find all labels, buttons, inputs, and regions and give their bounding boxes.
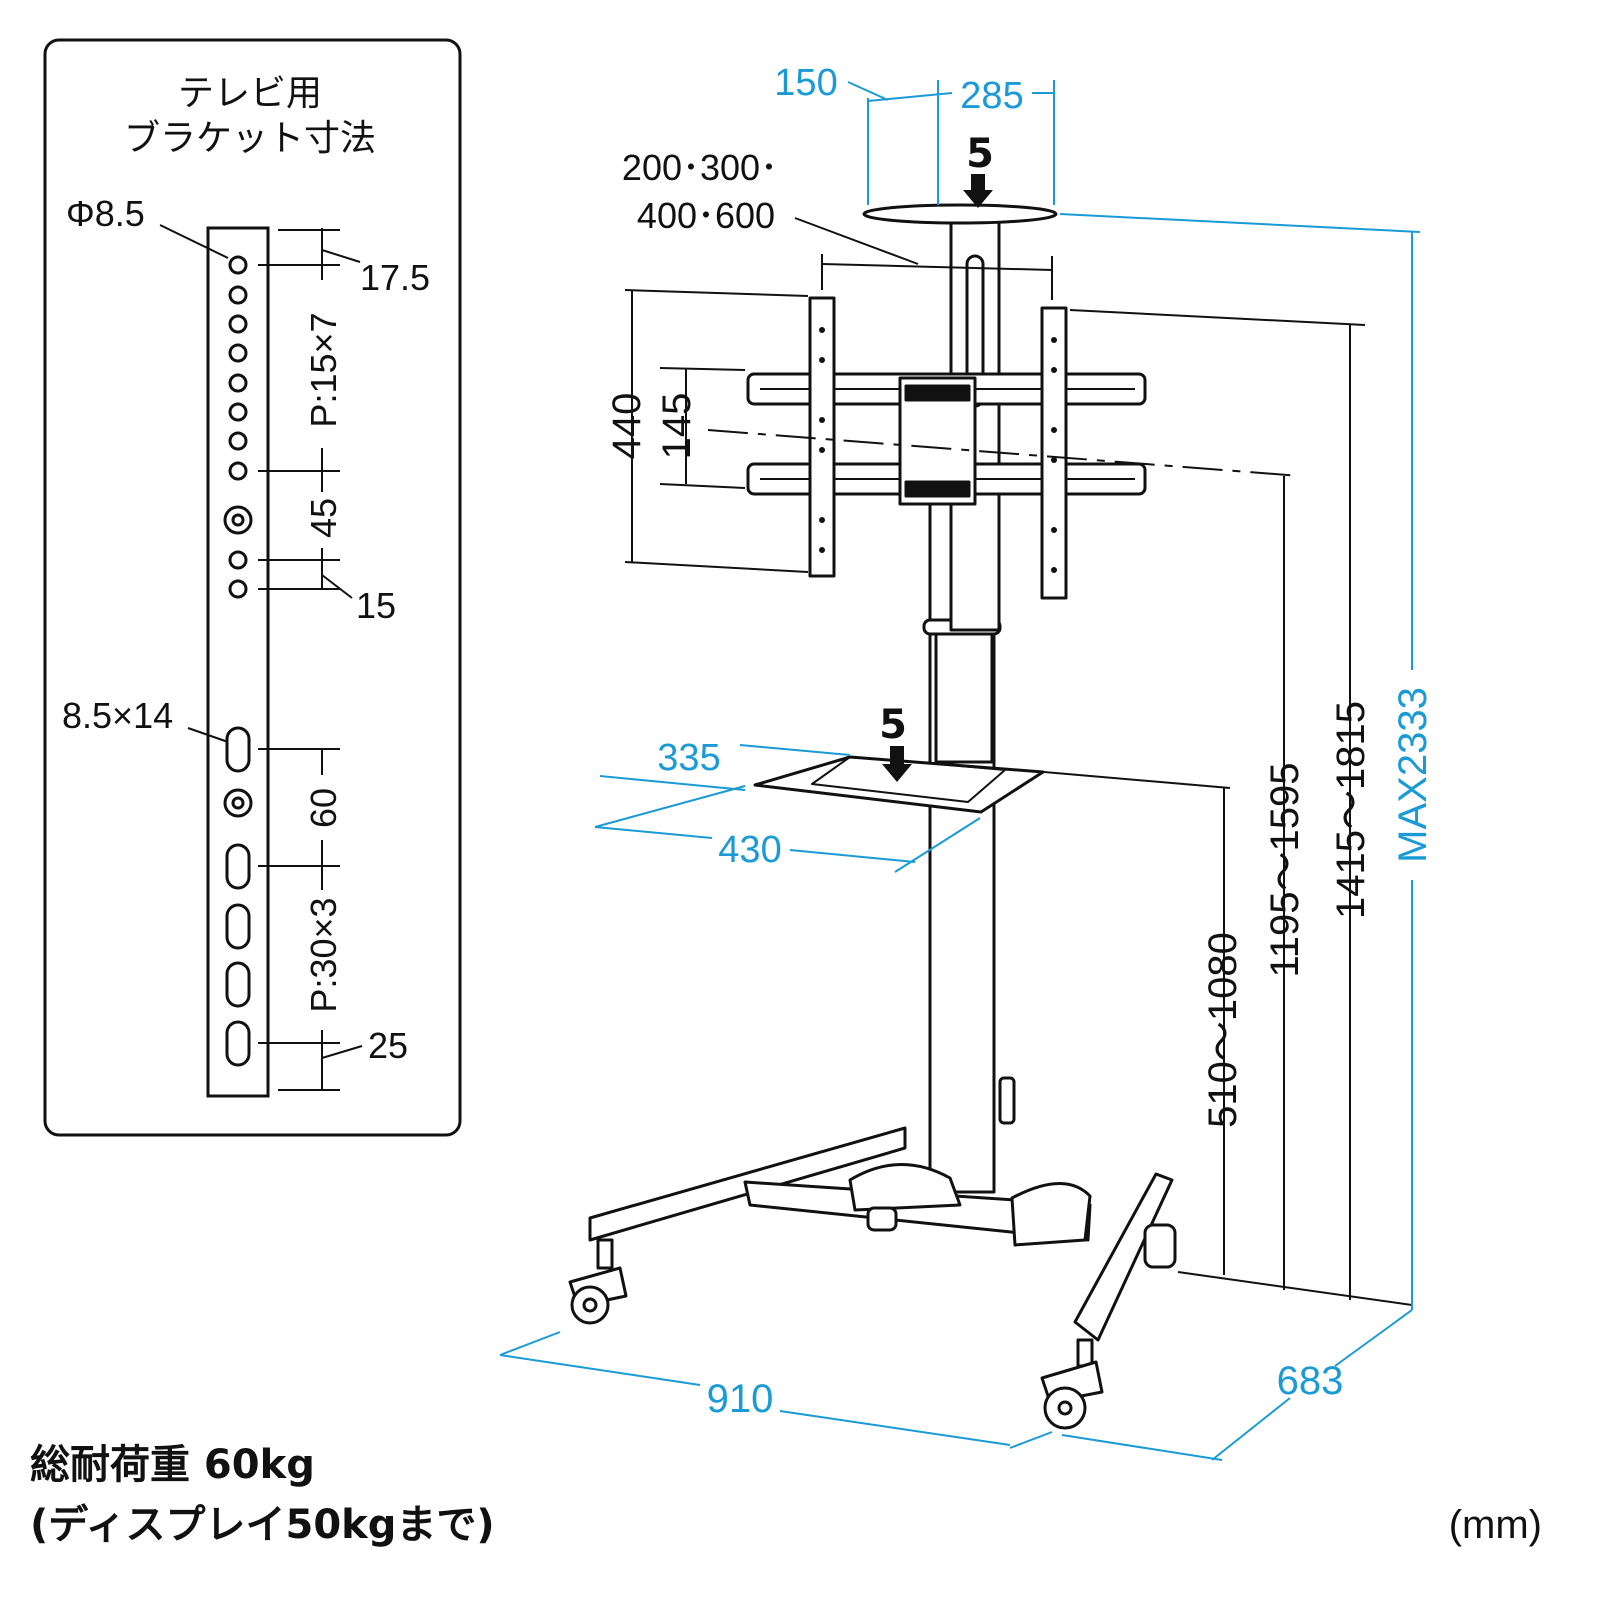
slot (225, 726, 251, 773)
vertical-bracket-right (1040, 306, 1068, 600)
pitch-15x7-label: P:15×7 (303, 312, 344, 427)
slot (225, 903, 251, 950)
center-hole (223, 505, 253, 535)
center-hole (223, 788, 253, 818)
load-top-label: 5 (966, 131, 994, 177)
caster-back-right (1143, 1223, 1177, 1269)
av-shelf-width-label: 430 (718, 829, 781, 871)
base-crossbar (743, 1180, 1092, 1242)
blue-dimension-lines (499, 80, 1421, 1461)
av-shelf-inner (811, 756, 1006, 803)
slot (225, 843, 251, 890)
bracket-rivets (819, 327, 1057, 573)
bracket-title-line2: ブラケット寸法 (124, 118, 376, 159)
top-shelf-width-label: 285 (960, 75, 1023, 117)
vesa-sizes-line1: 200･300･ (622, 147, 778, 188)
camera-shelf (862, 203, 1058, 225)
bracket-dimension-lines (159, 224, 363, 1091)
load-capacity-line1: 総耐荷重 60kg (30, 1442, 315, 1488)
base-foot-left (848, 1163, 962, 1212)
max-height-label: MAX2333 (1391, 687, 1435, 863)
hole (228, 402, 248, 422)
spacing-60-label: 60 (303, 788, 344, 828)
top-offset-label: 17.5 (360, 257, 430, 298)
hole (228, 461, 248, 481)
load-arrow-top (963, 174, 993, 208)
slot (225, 1020, 251, 1067)
av-shelf-depth-label: 335 (657, 737, 720, 779)
hole (228, 431, 248, 451)
top-shelf-depth-label: 150 (774, 62, 837, 104)
hole (228, 550, 248, 570)
center-height-label: 1195～1595 (1263, 763, 1307, 978)
vertical-bracket-left (808, 296, 836, 578)
bracket-top-height-label: 1415～1815 (1329, 701, 1373, 919)
bracket-height-label: 440 (605, 393, 649, 460)
base-width-label: 910 (707, 1377, 774, 1421)
stand (568, 203, 1177, 1430)
caster-front-left (568, 1238, 628, 1325)
bracket-title-line1: テレビ用 (178, 73, 322, 114)
shelf-height-label: 510～1080 (1201, 932, 1245, 1128)
center-hole-inner (231, 513, 245, 527)
center-hole-inner (231, 796, 245, 810)
mount-plate-clamp-top (904, 384, 971, 402)
hole (228, 579, 248, 599)
arm-spacing-label: 145 (655, 393, 699, 460)
base-foot-right (1010, 1182, 1092, 1247)
base-depth-label: 683 (1277, 1359, 1344, 1403)
bracket-holes (223, 255, 253, 1067)
pitch-30x3-label: P:30×3 (303, 897, 344, 1012)
slot (225, 961, 251, 1008)
hole (228, 373, 248, 393)
load-arrow-shelf (882, 746, 912, 782)
spacing-45-label: 45 (303, 498, 344, 538)
caster-front-right (1040, 1338, 1104, 1430)
load-capacity-line2: (ディスプレイ50kgまで) (30, 1502, 495, 1548)
hole (228, 285, 248, 305)
spacing-15-label: 15 (356, 585, 396, 626)
hole (228, 255, 248, 275)
mount-plate-clamp-bottom (904, 480, 971, 498)
unit-label: (mm) (1449, 1503, 1542, 1547)
vesa-sizes-line2: 400･600 (637, 195, 775, 236)
hole-diameter-label: Φ8.5 (66, 193, 145, 234)
bracket-panel-frame (43, 38, 462, 1137)
bottom-offset-label: 25 (368, 1025, 408, 1066)
hole (228, 343, 248, 363)
height-lever (998, 1076, 1016, 1125)
column-mid (934, 618, 994, 764)
black-dimension-lines (624, 217, 1413, 1306)
load-shelf-label: 5 (879, 702, 907, 748)
bracket-bar (206, 226, 270, 1098)
bracket-panel: テレビ用 ブラケット寸法 (43, 38, 462, 1137)
caster-back-left (866, 1206, 898, 1232)
slot-size-label: 8.5×14 (62, 695, 173, 736)
hole (228, 314, 248, 334)
base-leg-right (1073, 1172, 1174, 1342)
